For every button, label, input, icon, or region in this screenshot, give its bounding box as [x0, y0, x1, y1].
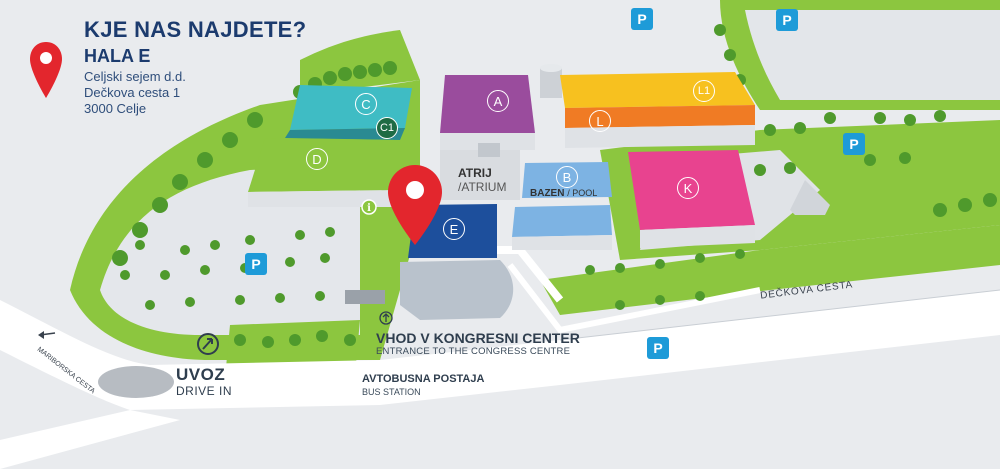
location-pin-icon: [30, 42, 62, 98]
pool-label-si: BAZEN: [530, 188, 565, 199]
drive-in-icon: [197, 333, 219, 355]
atrium-label: /ATRIUM: [458, 180, 507, 194]
pool-label: BAZEN / POOL: [530, 188, 597, 199]
hall-e-pin-icon: [388, 165, 442, 245]
drive-in-label: UVOZ: [176, 365, 226, 384]
hall-l1: [560, 72, 755, 108]
parking-icon: P: [647, 337, 669, 359]
entrance-icon: [379, 311, 393, 325]
roundabout: [98, 366, 174, 398]
address-line: Celjski sejem d.d.: [84, 69, 186, 84]
trees: [112, 24, 997, 348]
hall-l-label: L: [589, 110, 611, 132]
hall-l: [565, 105, 755, 128]
hall-b-label: B: [556, 166, 578, 188]
bus-station-label: AVTOBUSNA POSTAJA: [362, 373, 485, 385]
hall-c-label: C: [355, 93, 377, 115]
hall-k-label: K: [677, 177, 699, 199]
address-line: Dečkova cesta 1: [84, 85, 181, 100]
hall-name: HALA E: [84, 46, 151, 66]
green-strip-south: [540, 225, 1000, 315]
parking-lot-north: [745, 10, 1000, 100]
road-mariborska: [0, 410, 180, 469]
congress-centre: [400, 260, 514, 320]
congress-entrance-label: VHOD V KONGRESNI CENTER: [376, 330, 580, 346]
parking-icon: P: [631, 8, 653, 30]
pool-label-en: / POOL: [567, 188, 598, 198]
info-icon: [361, 199, 377, 215]
address-line: 3000 Celje: [84, 101, 147, 116]
hall-d-label: D: [306, 148, 328, 170]
parking-icon: P: [776, 9, 798, 31]
drive-in-label-en: DRIVE IN: [176, 384, 233, 398]
page-title: KJE NAS NAJDETE?: [84, 17, 307, 42]
path-south: [507, 263, 761, 334]
hall-l1-label: L1: [693, 80, 715, 102]
congress-entrance-label-en: ENTRANCE TO THE CONGRESS CENTRE: [376, 346, 571, 357]
hall-c1-label: C1: [376, 117, 398, 139]
info-label: i: [367, 203, 371, 214]
bus-station-label-en: BUS STATION: [362, 387, 421, 397]
parking-icon: P: [843, 133, 865, 155]
parking-icon: P: [245, 253, 267, 275]
address: Celjski sejem d.d. Dečkova cesta 1 3000 …: [84, 69, 186, 117]
atrij-label: ATRIJ: [458, 166, 492, 180]
road-main: [0, 290, 1000, 410]
pool-building: [512, 205, 612, 237]
hall-e-label: E: [443, 218, 465, 240]
hall-a-label: A: [487, 90, 509, 112]
